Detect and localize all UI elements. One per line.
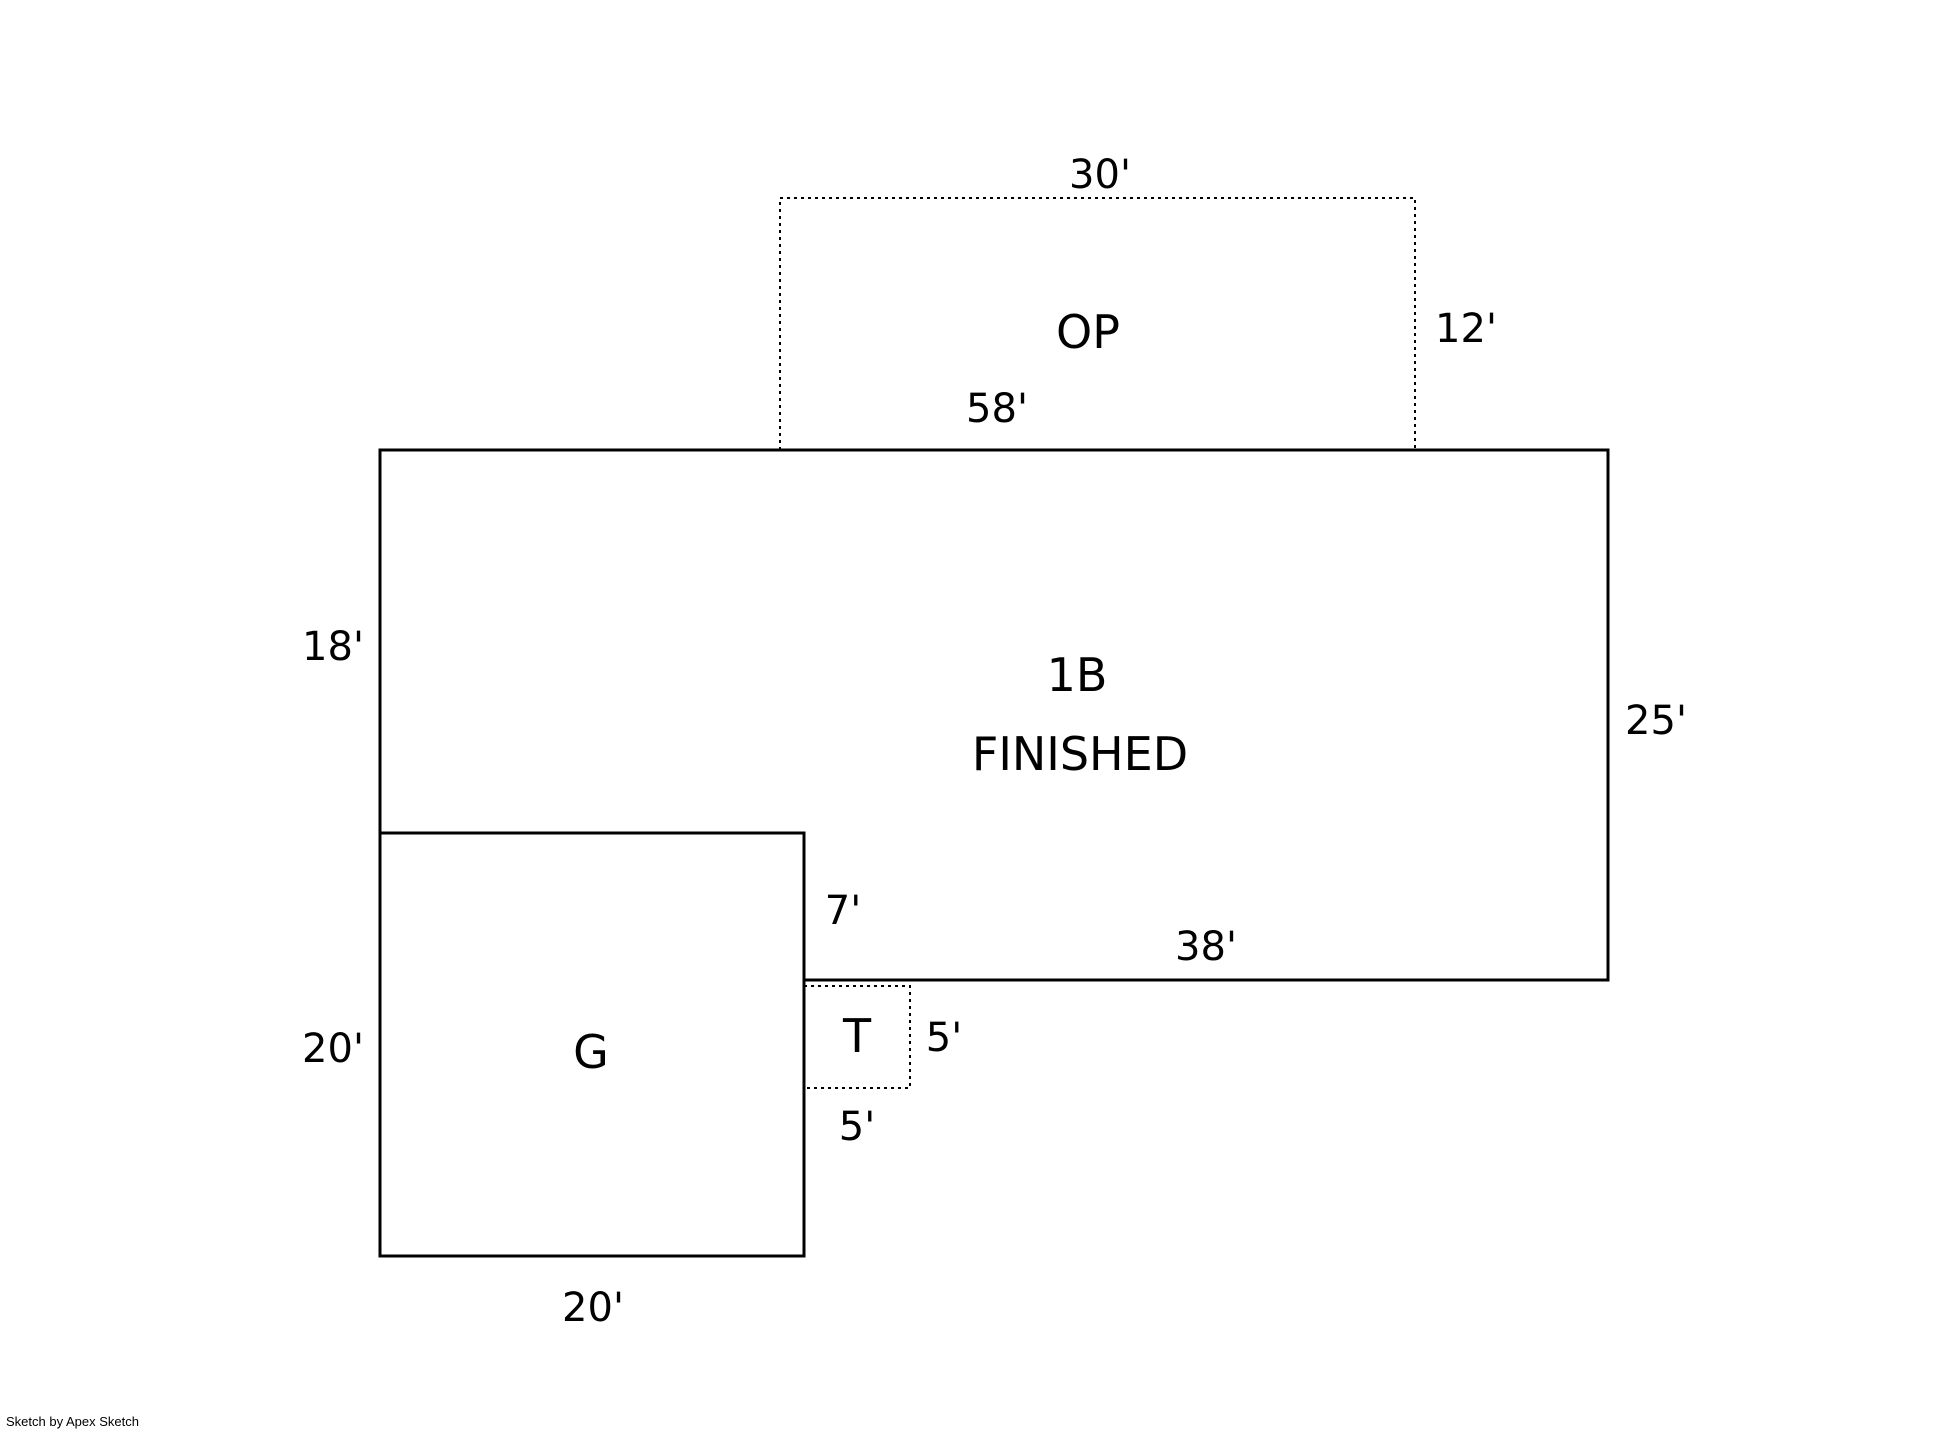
- credit-text: Sketch by Apex Sketch: [6, 1414, 139, 1429]
- op-porch-outline: [779, 197, 1416, 450]
- garage-label: G: [573, 1025, 609, 1079]
- dim-small-bottom: 5': [839, 1104, 875, 1150]
- main-label: 1B: [1047, 648, 1108, 702]
- garage-outline: [378, 831, 806, 1258]
- dim-step-vertical: 7': [825, 888, 861, 934]
- dim-main-left: 18': [302, 624, 364, 670]
- main-structure-outline: [378, 448, 1610, 982]
- dim-small-right: 5': [926, 1015, 962, 1061]
- dim-op-top: 30': [1069, 152, 1131, 198]
- op-label: OP: [1056, 305, 1120, 359]
- main-sublabel: FINISHED: [972, 727, 1188, 781]
- dim-main-bottom: 38': [1175, 924, 1237, 970]
- dim-main-right: 25': [1625, 698, 1687, 744]
- dim-garage-bottom: 20': [562, 1285, 624, 1331]
- dim-main-top: 58': [966, 386, 1028, 432]
- small-area-label: T: [842, 1009, 872, 1063]
- dim-op-right: 12': [1435, 306, 1497, 352]
- small-area-outline: [804, 985, 911, 1089]
- dim-garage-left: 20': [302, 1026, 364, 1072]
